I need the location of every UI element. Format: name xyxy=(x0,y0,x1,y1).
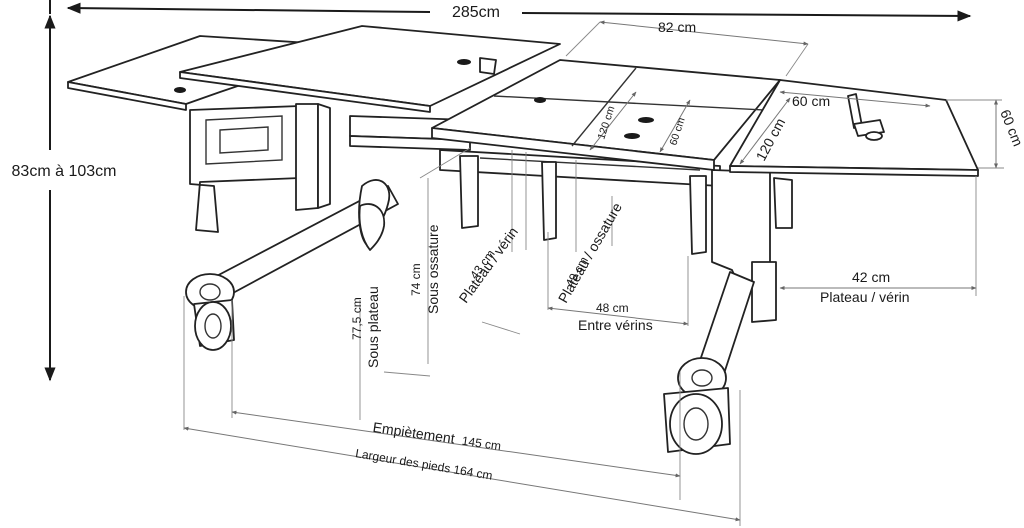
side-plate-depth-label: 60 cm xyxy=(997,107,1024,148)
left-top-stack xyxy=(67,25,561,113)
plate-to-jack-label: Plateau / vérin xyxy=(820,289,910,305)
right-caster xyxy=(663,357,731,455)
under-frame-value: 74 cm xyxy=(409,263,423,296)
under-plate-value: 77,5 cm xyxy=(350,297,364,340)
height-dimension: 83cm à 103cm xyxy=(12,14,117,382)
plate-to-jack-value: 42 cm xyxy=(852,269,890,285)
top-width-dimension: 82 cm xyxy=(565,19,809,77)
left-caster xyxy=(185,273,235,351)
frame-label: Plateau / ossature xyxy=(555,200,625,306)
feet-width-label: Largeur des pieds 164 cm xyxy=(354,446,493,482)
total-length-label: 285cm xyxy=(452,4,500,21)
height-range-label: 83cm à 103cm xyxy=(12,163,117,180)
crank-handle-icon xyxy=(847,93,885,141)
plate-to-jack-dimension: 42 cm Plateau / vérin xyxy=(779,176,977,305)
total-length-dimension: 285cm xyxy=(49,0,972,22)
plate-jack-small-label: Plateau / vérin xyxy=(455,224,521,306)
top-width-label: 82 cm xyxy=(658,19,696,35)
table-chassis xyxy=(189,103,793,393)
under-plate-label: Sous plateau xyxy=(365,286,381,368)
side-plate-length-label: 60 cm xyxy=(792,93,830,109)
under-frame-label: Sous ossature xyxy=(425,224,441,314)
between-jacks-value: 48 cm xyxy=(596,301,629,315)
between-jacks-label: Entre vérins xyxy=(578,317,653,333)
center-vertical-dimensions xyxy=(359,147,689,420)
footprint-value: 145 cm xyxy=(461,434,502,453)
footprint-dimensions xyxy=(183,296,741,526)
footprint-label: Empiètement xyxy=(372,419,456,447)
